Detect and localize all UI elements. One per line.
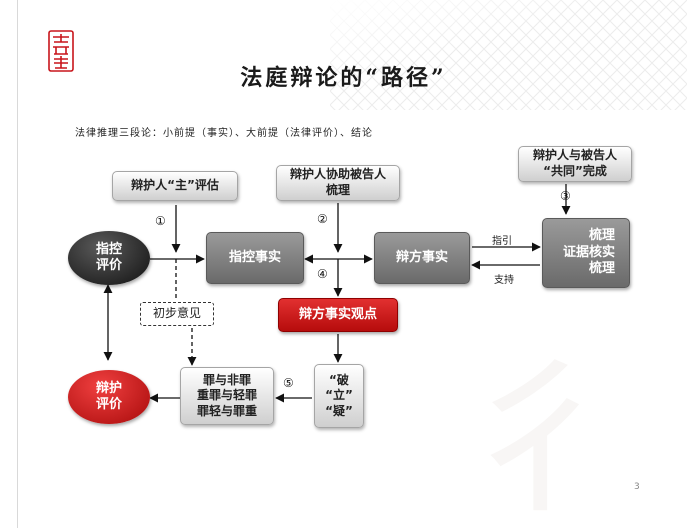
node-preliminary: 初步意见 xyxy=(140,302,214,326)
node-defense-eval: 辩护 评价 xyxy=(68,370,150,424)
left-border-line xyxy=(17,0,18,528)
step-marker-3: ③ xyxy=(560,189,571,203)
node-defender-assist: 辩护人协助被告人 梳理 xyxy=(276,165,400,201)
node-break-stand: “破 “立” “疑” xyxy=(314,364,364,428)
node-crime-list: 罪与非罪 重罪与轻罪 罪轻与罪重 xyxy=(180,367,274,425)
seal-logo-icon xyxy=(48,30,74,72)
edge-label-guide: 指引 xyxy=(492,236,512,247)
brush-character-watermark-icon: 彳 xyxy=(455,340,626,528)
step-marker-1: ① xyxy=(155,214,166,228)
node-defense-facts: 辩方事实 xyxy=(374,232,470,284)
edge-label-support: 支持 xyxy=(494,275,514,286)
slide-title: 法庭辩论的“路径” xyxy=(240,65,447,91)
slide-subtitle: 法律推理三段论：小前提（事实）、大前提（法律评价）、结论 xyxy=(75,128,373,139)
node-evidence: 梳理 证据核实 梳理 xyxy=(542,218,630,288)
node-defense-view: 辩方事实观点 xyxy=(278,298,398,332)
node-prosecution-facts: 指控事实 xyxy=(206,232,304,284)
node-joint: 辩护人与被告人 “共同”完成 xyxy=(518,146,632,182)
step-marker-5: ⑤ xyxy=(283,376,294,390)
node-defender-main: 辩护人“主”评估 xyxy=(112,171,238,201)
step-marker-4: ④ xyxy=(317,267,328,281)
page-number: 3 xyxy=(634,482,640,492)
step-marker-2: ② xyxy=(317,212,328,226)
node-prosecution-eval: 指控 评价 xyxy=(68,231,150,285)
lattice-pattern-icon xyxy=(330,0,687,110)
